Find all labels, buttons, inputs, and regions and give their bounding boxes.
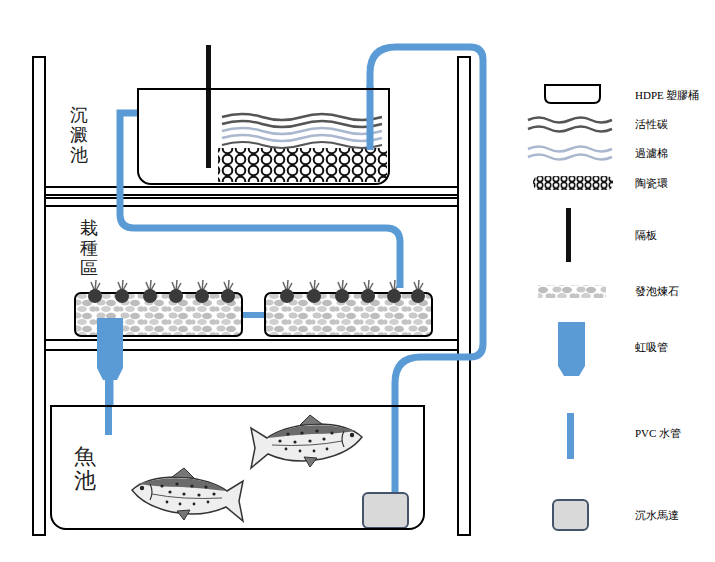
siphon — [97, 318, 123, 435]
grow-beds — [75, 280, 432, 336]
planting-area: 栽種區 — [72, 288, 435, 338]
legend-label: 發泡煉石 — [635, 284, 679, 299]
legend-label: 虹吸管 — [635, 340, 668, 355]
filter-media — [218, 114, 387, 182]
bed-link-pipe — [240, 312, 268, 318]
fish-pond: 魚池 — [50, 405, 425, 530]
legend-samples — [528, 85, 613, 530]
water-pipe — [370, 47, 483, 405]
pump — [363, 493, 408, 528]
area-label: 沉澱池 — [70, 105, 88, 164]
legend-label: HDPE 塑膠桶 — [635, 88, 699, 103]
legend-label: PVC 水管 — [635, 426, 681, 441]
legend-label: 活性碳 — [635, 117, 668, 132]
settling-tank: 沉澱池 — [137, 88, 390, 185]
partition — [206, 45, 211, 168]
shelf-frame — [33, 57, 470, 535]
legend-label: 過濾棉 — [635, 146, 668, 161]
inlet-pipe — [367, 86, 374, 150]
legend-label: 隔板 — [635, 228, 657, 243]
water-pipe — [120, 113, 400, 288]
legend-label: 沉水馬達 — [635, 508, 679, 523]
legend-label: 陶瓷環 — [635, 176, 668, 191]
area-label: 栽種區 — [80, 218, 98, 277]
pump-pipe — [392, 407, 399, 494]
area-label: 魚池 — [74, 445, 96, 493]
water-pipe — [107, 338, 114, 405]
